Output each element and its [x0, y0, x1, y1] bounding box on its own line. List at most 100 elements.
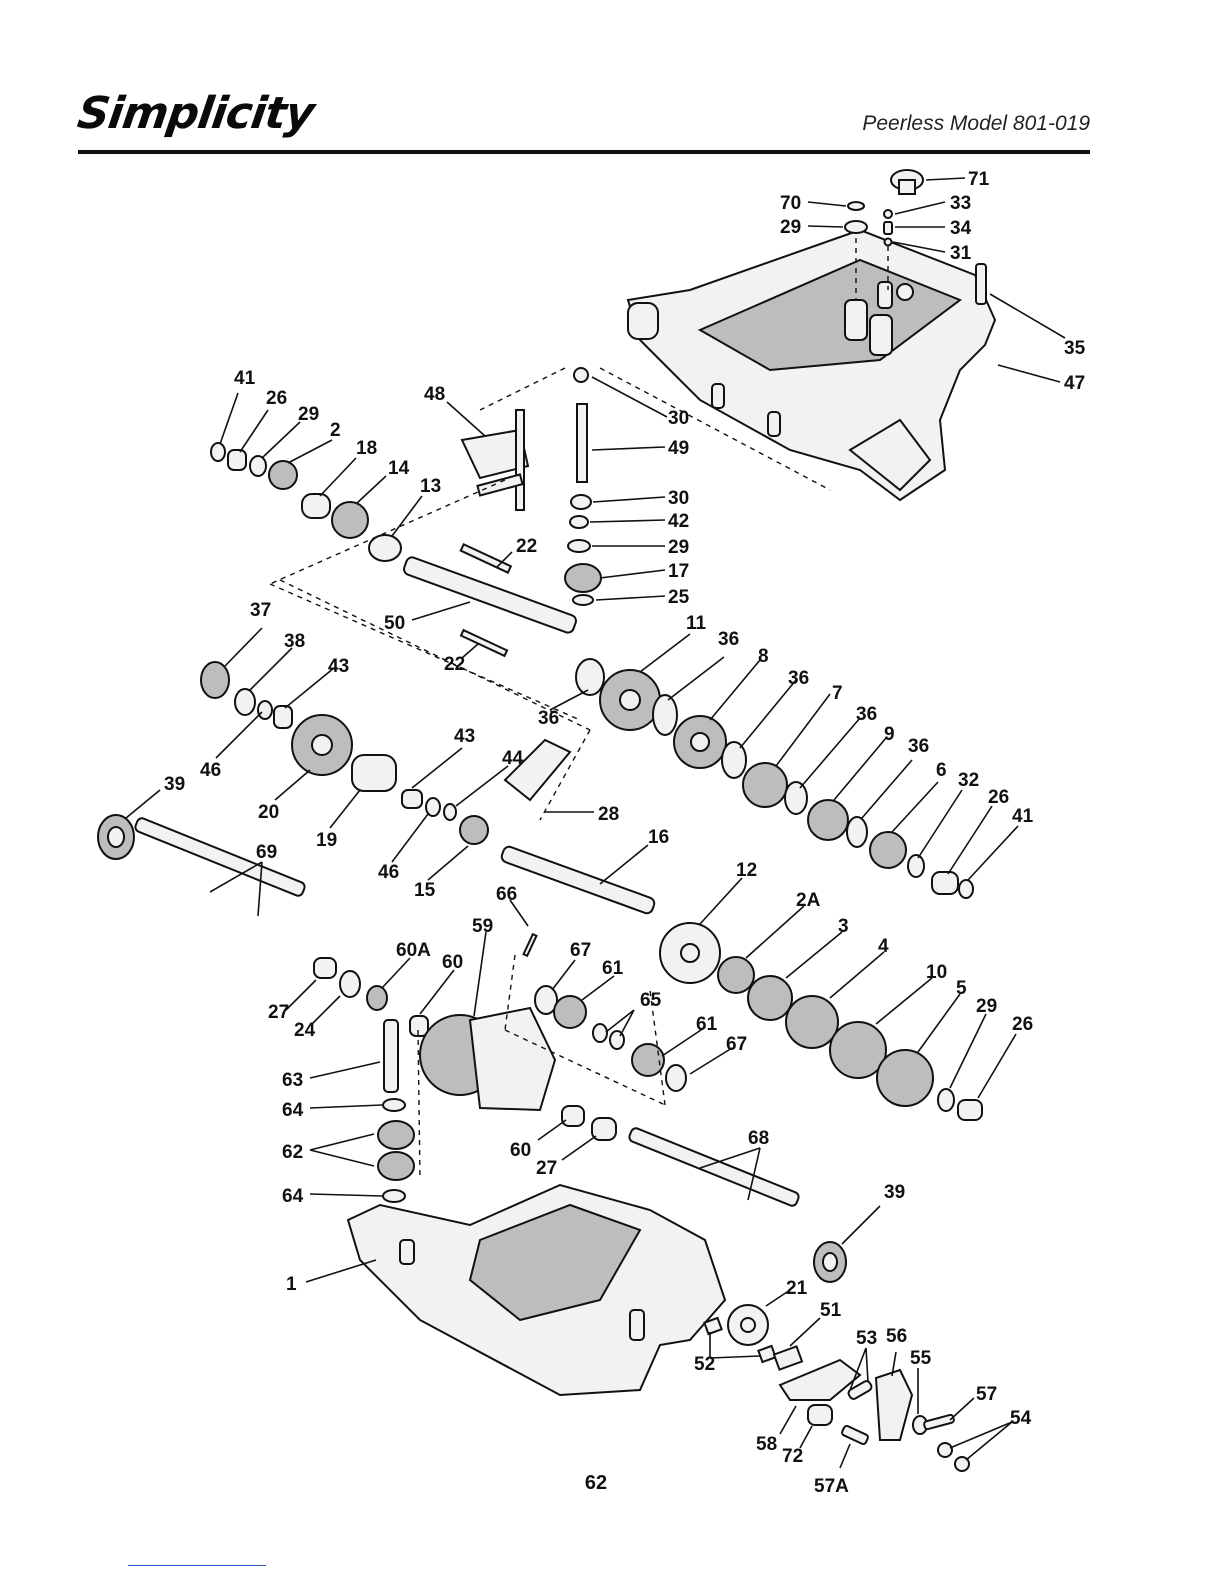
- callout-72: 72: [782, 1446, 803, 1467]
- callout-42: 42: [668, 511, 689, 532]
- callout-60: 60: [442, 952, 463, 973]
- callout-63: 63: [282, 1070, 303, 1091]
- callout-30: 30: [668, 408, 689, 429]
- footer-link-underline: [128, 1565, 266, 1566]
- callout-2A: 2A: [796, 890, 821, 911]
- shaft-50: [403, 542, 577, 658]
- pinion-assembly: [377, 1019, 421, 1203]
- callout-labels: 71 70 33 29 34 31 35 47 41 26 29 2 18 14…: [164, 169, 1086, 1497]
- callout-14: 14: [388, 458, 410, 479]
- callout-29: 29: [298, 404, 319, 425]
- callout-41: 41: [234, 368, 256, 389]
- page-number: 62: [584, 1472, 608, 1494]
- callout-36: 36: [788, 668, 809, 689]
- callout-71: 71: [968, 169, 990, 190]
- callout-22: 22: [516, 536, 537, 557]
- upper-housing: [626, 228, 997, 502]
- callout-34: 34: [950, 218, 972, 239]
- callout-7: 7: [832, 683, 843, 704]
- leader-lines: [125, 177, 1066, 1469]
- callout-29: 29: [780, 217, 801, 238]
- callout-41: 41: [1012, 806, 1034, 827]
- callout-47: 47: [1064, 373, 1085, 394]
- differential-assembly: [313, 932, 687, 1112]
- callout-27: 27: [536, 1158, 557, 1179]
- callout-46: 46: [378, 862, 399, 883]
- axle-68: [561, 1105, 847, 1283]
- callout-36: 36: [538, 708, 559, 729]
- callout-61: 61: [602, 958, 624, 979]
- callout-25: 25: [668, 587, 690, 608]
- callout-62: 62: [282, 1142, 303, 1163]
- callout-70: 70: [780, 193, 801, 214]
- callout-69: 69: [256, 842, 277, 863]
- callout-55: 55: [910, 1348, 932, 1369]
- callout-57: 57: [976, 1384, 997, 1405]
- callout-38: 38: [284, 631, 305, 652]
- left-upper-cluster: [210, 442, 402, 562]
- callout-27: 27: [268, 1002, 289, 1023]
- model-title: Peerless Model 801-019: [862, 112, 1090, 135]
- callout-20: 20: [258, 802, 279, 823]
- callout-52: 52: [694, 1354, 715, 1375]
- callout-57A: 57A: [814, 1476, 849, 1497]
- callout-53: 53: [856, 1328, 877, 1349]
- callout-60: 60: [510, 1140, 531, 1161]
- brake-assembly: [703, 1304, 970, 1472]
- callout-59: 59: [472, 916, 493, 937]
- shaft-16-and-gears: [500, 845, 983, 1121]
- callout-2: 2: [330, 420, 341, 441]
- callout-39: 39: [884, 1182, 905, 1203]
- callout-6: 6: [936, 760, 947, 781]
- callout-60A: 60A: [396, 940, 431, 961]
- callout-48: 48: [424, 384, 445, 405]
- callout-3: 3: [838, 916, 849, 937]
- callout-30: 30: [668, 488, 689, 509]
- callout-16: 16: [648, 827, 669, 848]
- header-rule: [78, 150, 1090, 154]
- callout-8: 8: [758, 646, 769, 667]
- callout-13: 13: [420, 476, 441, 497]
- callout-4: 4: [878, 936, 889, 957]
- callout-19: 19: [316, 830, 337, 851]
- shifter-assembly: [269, 367, 831, 721]
- callout-46: 46: [200, 760, 221, 781]
- callout-64: 64: [282, 1100, 304, 1121]
- callout-65: 65: [640, 990, 662, 1011]
- callout-29: 29: [976, 996, 997, 1017]
- axle-69: [97, 814, 306, 897]
- callout-68: 68: [748, 1128, 769, 1149]
- callout-12: 12: [736, 860, 757, 881]
- callout-28: 28: [598, 804, 619, 825]
- callout-26: 26: [988, 787, 1009, 808]
- callout-1: 1: [286, 1274, 297, 1295]
- callout-44: 44: [502, 748, 524, 769]
- lower-housing: [346, 1183, 727, 1397]
- callout-35: 35: [1064, 338, 1086, 359]
- callout-21: 21: [786, 1278, 808, 1299]
- callout-66: 66: [496, 884, 517, 905]
- callout-58: 58: [756, 1434, 777, 1455]
- top-small-parts: [844, 169, 987, 305]
- callout-22: 22: [444, 654, 465, 675]
- callout-31: 31: [950, 243, 972, 264]
- callout-54: 54: [1010, 1408, 1032, 1429]
- callout-43: 43: [328, 656, 349, 677]
- callout-64: 64: [282, 1186, 304, 1207]
- callout-36: 36: [718, 629, 739, 650]
- callout-24: 24: [294, 1020, 316, 1041]
- callout-56: 56: [886, 1326, 907, 1347]
- callout-32: 32: [958, 770, 979, 791]
- left-middle-cluster: [200, 579, 591, 845]
- callout-17: 17: [668, 561, 689, 582]
- callout-33: 33: [950, 193, 971, 214]
- callout-15: 15: [414, 880, 436, 901]
- callout-37: 37: [250, 600, 271, 621]
- callout-36: 36: [856, 704, 877, 725]
- callout-26: 26: [266, 388, 287, 409]
- callout-5: 5: [956, 978, 967, 999]
- callout-9: 9: [884, 724, 895, 745]
- callout-67: 67: [570, 940, 591, 961]
